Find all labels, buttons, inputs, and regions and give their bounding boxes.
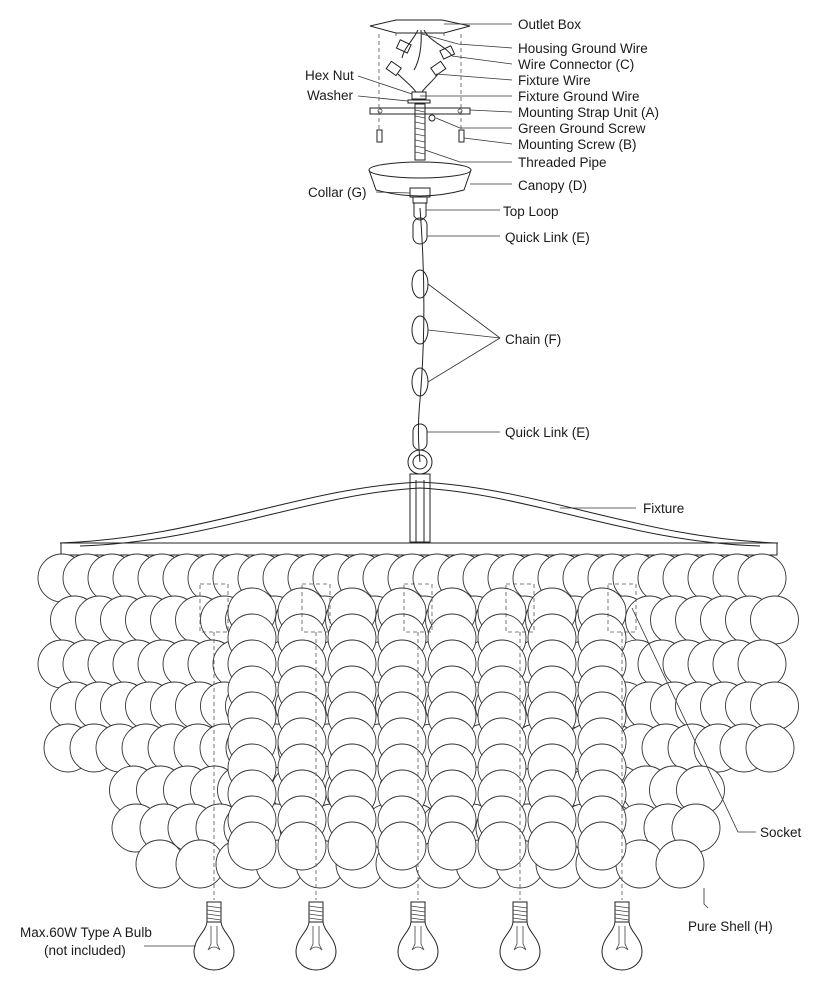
mounting-strap <box>369 107 471 115</box>
pure-shell <box>750 595 799 645</box>
label-threaded-pipe: Threaded Pipe <box>518 155 607 170</box>
green-ground-screw <box>428 114 436 122</box>
sockets <box>199 583 637 900</box>
bulb-icon <box>193 901 235 971</box>
leader-lines <box>144 23 756 947</box>
collar <box>409 187 431 204</box>
label-mounting-strap: Mounting Strap Unit (A) <box>518 105 659 120</box>
label-bulb-line2: (not included) <box>44 943 126 958</box>
washer <box>407 99 431 104</box>
label-pure-shell: Pure Shell (H) <box>688 919 773 934</box>
label-collar: Collar (G) <box>308 185 367 200</box>
label-quick-link-bottom: Quick Link (E) <box>505 425 590 440</box>
label-fixture: Fixture <box>643 501 684 516</box>
label-top-loop: Top Loop <box>503 204 559 219</box>
label-mounting-screw: Mounting Screw (B) <box>518 137 637 152</box>
top-loop <box>413 203 427 221</box>
label-wire-connector: Wire Connector (C) <box>518 57 634 72</box>
pure-shell <box>477 821 527 871</box>
label-bulb-line1: Max.60W Type A Bulb <box>20 925 152 940</box>
label-canopy: Canopy (D) <box>518 178 587 193</box>
pure-shell <box>527 821 577 871</box>
mounting-guides <box>378 34 462 130</box>
bulb-icon <box>295 901 337 971</box>
bulb-icon <box>397 901 439 971</box>
housing-wires <box>401 29 453 71</box>
pure-shell <box>327 821 377 871</box>
canopy <box>368 161 472 197</box>
label-socket: Socket <box>760 825 802 840</box>
label-fixture-wire: Fixture Wire <box>518 73 591 88</box>
threaded-pipe <box>414 103 426 161</box>
fixture-wire <box>397 73 439 93</box>
bulbs <box>193 901 643 971</box>
label-housing-ground-wire: Housing Ground Wire <box>518 41 648 56</box>
pure-shell <box>737 553 787 603</box>
pure-shell <box>737 639 787 689</box>
outlet-box <box>369 19 471 36</box>
pure-shell <box>227 821 277 871</box>
label-green-ground-screw: Green Ground Screw <box>518 121 646 136</box>
pure-shell-array <box>37 553 799 889</box>
label-hex-nut: Hex Nut <box>305 68 354 83</box>
pure-shell <box>277 821 327 871</box>
pure-shell <box>377 821 427 871</box>
wire-connector <box>385 39 456 77</box>
chain <box>411 207 429 463</box>
pure-shell <box>745 723 795 773</box>
hex-nut <box>411 91 427 100</box>
label-washer: Washer <box>307 88 354 103</box>
bulb-icon <box>601 901 643 971</box>
label-chain: Chain (F) <box>505 332 561 347</box>
pure-shell <box>427 821 477 871</box>
mounting-screw <box>376 129 465 143</box>
pure-shell <box>577 821 627 871</box>
label-fixture-ground-wire: Fixture Ground Wire <box>518 89 640 104</box>
pure-shell <box>750 681 799 731</box>
bulb-icon <box>499 901 541 971</box>
label-outlet-box: Outlet Box <box>518 17 581 32</box>
label-quick-link-top: Quick Link (E) <box>505 230 590 245</box>
pure-shell <box>655 839 705 889</box>
callout-labels: Outlet Box Housing Ground Wire Wire Conn… <box>20 17 802 958</box>
